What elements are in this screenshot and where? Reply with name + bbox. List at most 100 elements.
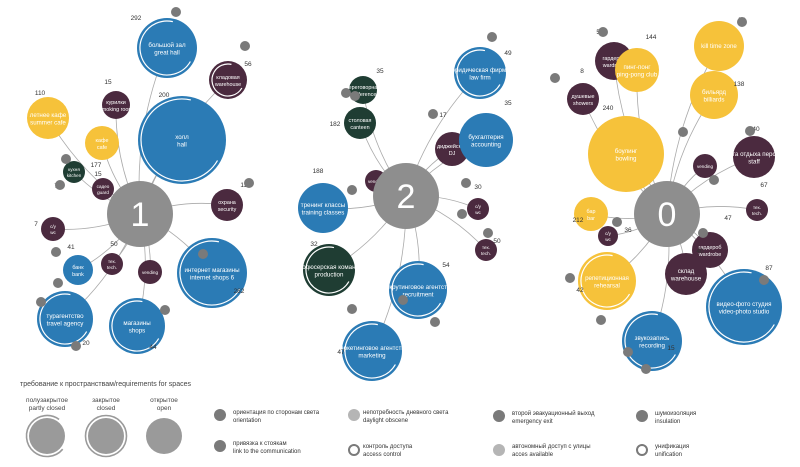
space-area-number: 177 xyxy=(91,162,102,169)
closed-ring xyxy=(456,49,504,97)
space-circle xyxy=(101,253,123,275)
space-area-number: 15 xyxy=(104,79,112,86)
space-circle xyxy=(177,238,247,308)
space-label-ru: тех. xyxy=(482,245,490,250)
exit-icon xyxy=(493,410,505,422)
space-area-number: 30 xyxy=(474,184,482,191)
space-circle xyxy=(693,154,717,178)
requirement-icon xyxy=(244,178,254,188)
space-label-ru: бар xyxy=(587,209,596,215)
space-circle xyxy=(574,197,608,231)
space-label-ru: кладовая xyxy=(216,75,240,81)
space-node: тех.tech.50 xyxy=(101,241,123,275)
space-label-ru: видео-фото студия xyxy=(717,301,772,308)
closed-ring xyxy=(39,293,91,345)
space-area-number: 15 xyxy=(667,345,675,352)
space-label-en: conference xyxy=(350,92,377,98)
requirement-icon xyxy=(565,273,575,283)
space-label-ru: столовая xyxy=(349,118,372,124)
space-label-ru: бильярд xyxy=(702,89,726,96)
space-label-ru: банк xyxy=(72,265,84,271)
space-area-number: 292 xyxy=(131,15,142,22)
requirement-icon xyxy=(36,297,46,307)
floor-hub: 1 xyxy=(107,181,173,247)
space-area-number: 282 xyxy=(234,288,245,295)
space-circle xyxy=(102,91,130,119)
space-node: тех.tech.67 xyxy=(746,182,768,221)
space-area-number: 47 xyxy=(337,349,345,356)
space-label-en: kitchen xyxy=(67,173,82,178)
hub-circle xyxy=(107,181,173,247)
space-label-ru: тренинг классы xyxy=(301,202,346,209)
space-label-ru: vending xyxy=(142,270,159,275)
space-area-number: 50 xyxy=(110,241,118,248)
space-area-number: 12 xyxy=(240,182,248,189)
closed-ring xyxy=(111,300,163,352)
space-label-ru: интернет магазины xyxy=(184,267,240,274)
swatch-closed xyxy=(84,414,128,458)
space-label-en: wardrobe xyxy=(602,63,625,69)
space-circle xyxy=(733,136,775,178)
space-label-ru: большой зал xyxy=(148,42,186,49)
space-label-ru: турагентство xyxy=(46,313,84,320)
space-area-number: 44 xyxy=(149,344,157,351)
space-label-en: recruitment xyxy=(403,292,434,299)
space-area-number: 188 xyxy=(313,168,324,175)
requirement-icon xyxy=(61,154,71,164)
space-circle xyxy=(459,113,513,167)
space-area-number: 47 xyxy=(724,215,732,222)
space-label-en: internet shops 6 xyxy=(190,275,235,282)
requirement-icon xyxy=(709,175,719,185)
requirement-icon xyxy=(457,209,467,219)
space-label-en: billiards xyxy=(704,97,725,104)
space-circle xyxy=(467,198,489,220)
space-area-number: 36 xyxy=(624,227,632,234)
closed-ring xyxy=(708,271,780,343)
space-circle xyxy=(27,97,69,139)
requirement-icon xyxy=(347,185,357,195)
hub-circle xyxy=(634,181,700,247)
space-label-ru: vending xyxy=(368,179,385,184)
space-area-number: 87 xyxy=(765,265,773,272)
floor-hub: 0 xyxy=(634,181,700,247)
space-label-ru: с/у xyxy=(475,204,482,209)
space-label-ru: охрана xyxy=(218,200,236,206)
space-label-ru: кафе xyxy=(96,138,109,144)
requirement-icon xyxy=(53,278,63,288)
space-circle xyxy=(694,21,744,71)
unification-icon xyxy=(636,444,648,456)
floor-number: 0 xyxy=(658,196,677,234)
space-label-ru: с/у xyxy=(50,224,57,229)
space-circle xyxy=(138,96,226,184)
space-label-ru: курилки xyxy=(106,100,126,106)
requirement-icon xyxy=(641,364,651,374)
requirement-icon xyxy=(623,347,633,357)
space-label-en: security xyxy=(218,207,237,213)
space-label-ru: kill time zone xyxy=(701,43,737,50)
space-circle xyxy=(454,47,506,99)
space-node: vending xyxy=(138,260,162,284)
space-circle xyxy=(63,255,93,285)
requirement-icon xyxy=(171,7,181,17)
